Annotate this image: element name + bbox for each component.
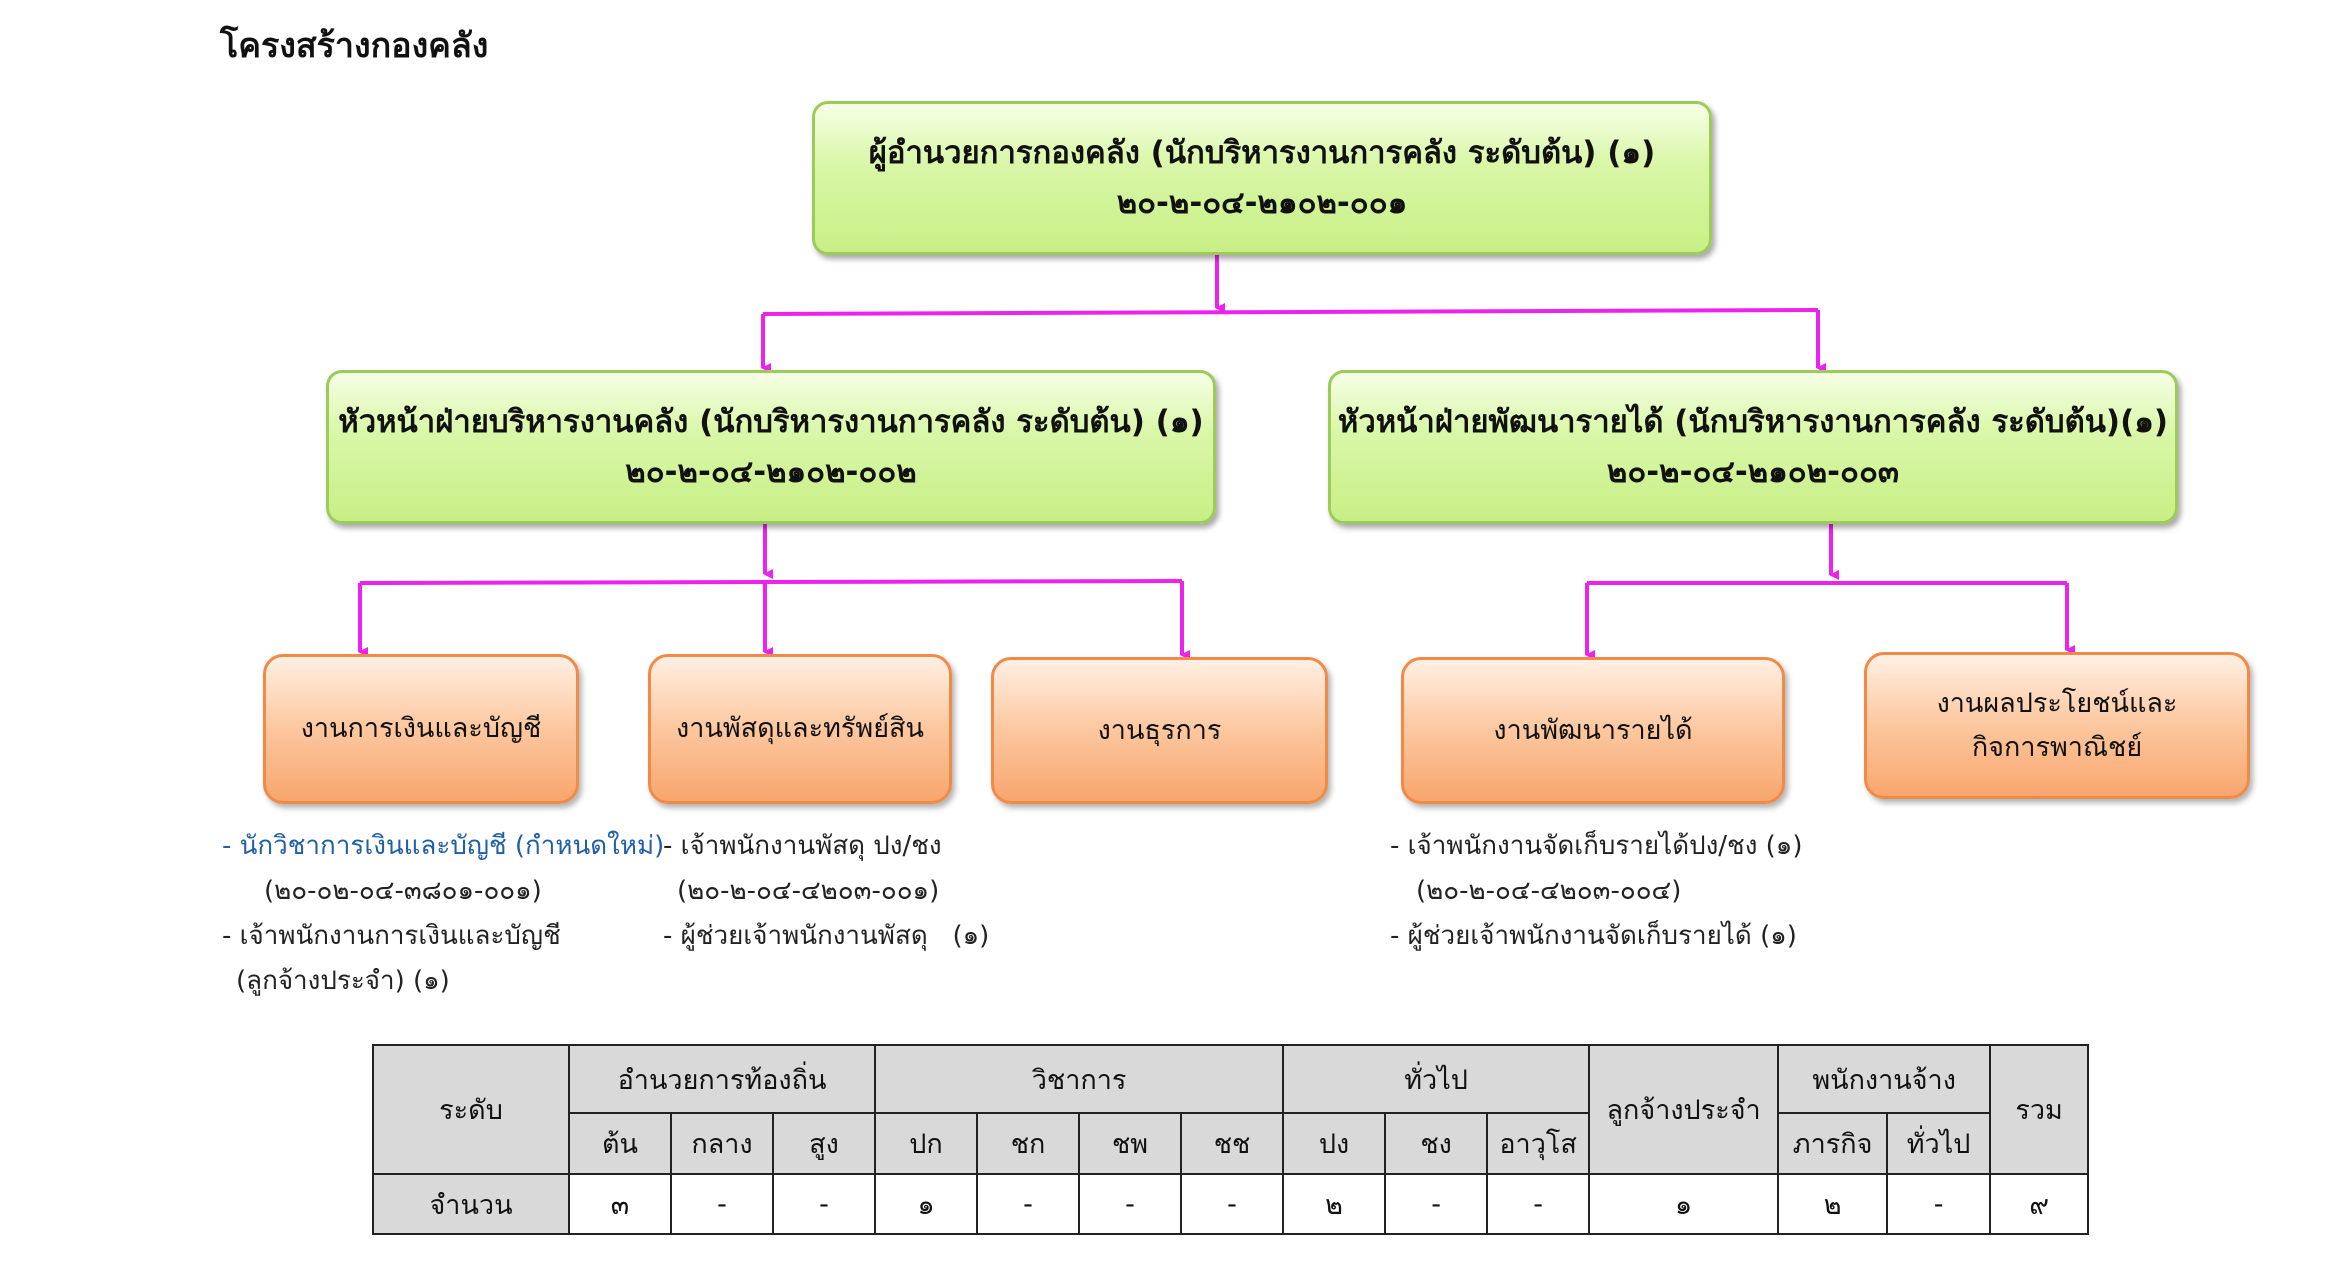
position-summary-table: ระดับ อำนวยการท้องถิ่น วิชาการ ทั่วไป ลู… [372,1044,2090,1235]
head-code: ๒๐-๒-๐๔-๒๑๐๒-๐๐๒ [625,454,917,490]
subheader-cell: ต้น [568,1112,672,1175]
staff-supplies: - เจ้าพนักงานพัสดุ ปง/ชง (๒๐-๒-๐๔-๔๒๐๓-๐… [663,824,989,959]
table-cell: ๒ [1777,1173,1889,1235]
row-label-count: จำนวน [372,1173,570,1235]
table-cell: ๒ [1282,1173,1387,1235]
unit-label-line1: งานผลประโยชน์และ [1936,687,2178,719]
table-cell: - [771,1173,877,1235]
unit-label: งานพัฒนารายได้ [1493,714,1693,746]
head-revenue-box: หัวหน้าฝ่ายพัฒนารายได้ (นักบริหารงานการค… [1328,370,2178,524]
header-permanent: ลูกจ้างประจำ [1588,1044,1780,1175]
staff-line: - เจ้าพนักงานจัดเก็บรายได้ปง/ชง (๑) [1390,831,1803,861]
table-cell: - [1180,1173,1285,1235]
unit-label: งานการเงินและบัญชี [300,713,542,744]
subheader-cell: ปง [1282,1112,1387,1175]
header-general: ทั่วไป [1282,1044,1591,1114]
table-cell: - [1384,1173,1489,1235]
unit-label-line2: กิจการพาณิชย์ [1971,731,2143,763]
staff-line: - ผู้ช่วยเจ้าพนักงานพัสดุ (๑) [663,921,990,951]
unit-finance-accounting: งานการเงินและบัญชี [263,654,579,804]
table-cell: - [976,1173,1081,1235]
staff-revenue: - เจ้าพนักงานจัดเก็บรายได้ปง/ชง (๑) (๒๐-… [1390,824,1802,959]
director-title: ผู้อำนวยการกองคลัง (นักบริหารงานการคลัง … [868,135,1656,171]
page-title: โครงสร้างกองคลัง [220,26,489,66]
subheader-cell: ชพ [1078,1112,1183,1175]
table-cell: ๑ [874,1173,979,1235]
head-code: ๒๐-๒-๐๔-๒๑๐๒-๐๐๓ [1606,454,1900,490]
staff-line: (ลูกจ้างประจำ) (๑) [236,966,450,996]
unit-label: งานธุรการ [1097,714,1222,746]
table-cell: ๓ [568,1173,672,1235]
subheader-cell: ชก [976,1112,1081,1175]
staff-line: - ผู้ช่วยเจ้าพนักงานจัดเก็บรายได้ (๑) [1390,921,1797,951]
director-box: ผู้อำนวยการกองคลัง (นักบริหารงานการคลัง … [812,101,1712,255]
connector-heads-bar [762,308,1819,316]
table-cell: - [1078,1173,1183,1235]
subheader-cell: สูง [771,1112,877,1175]
subheader-cell: อาวุโส [1486,1112,1591,1175]
unit-general-admin: งานธุรการ [991,657,1328,804]
head-finance-admin-box: หัวหน้าฝ่ายบริหารงานคลัง (นักบริหารงานกา… [326,370,1216,524]
table-cell: - [1486,1173,1591,1235]
subheader-cell: ภารกิจ [1777,1112,1889,1175]
head-title: หัวหน้าฝ่ายบริหารงานคลัง (นักบริหารงานกา… [338,404,1204,440]
subheader-cell: ชง [1384,1112,1489,1175]
table-cell: ๑ [1588,1173,1780,1235]
subheader-cell: ทั่วไป [1886,1112,1992,1175]
head-title: หัวหน้าฝ่ายพัฒนารายได้ (นักบริหารงานการค… [1337,404,2169,440]
header-academic: วิชาการ [874,1044,1285,1114]
header-contract: พนักงานจ้าง [1777,1044,1992,1114]
header-total: รวม [1989,1044,2090,1175]
staff-line: - นักวิชาการเงินและบัญชี (กำหนดใหม่) [222,831,665,861]
staff-line: (๒๐-๒-๐๔-๔๒๐๓-๐๐๔) [1416,876,1682,906]
table-row: จำนวน ๓ - - ๑ - - - ๒ - - ๑ ๒ - ๙ [372,1173,2090,1235]
staff-line: - เจ้าพนักงานการเงินและบัญชี [222,921,561,951]
staff-line: (๒๐-๐๒-๐๔-๓๘๐๑-๐๐๑) [264,876,542,906]
subheader-cell: ชช [1180,1112,1285,1175]
unit-benefits-commerce: งานผลประโยชน์และ กิจการพาณิชย์ [1864,652,2250,799]
unit-revenue-development: งานพัฒนารายได้ [1401,657,1785,804]
table-cell: - [1886,1173,1992,1235]
header-local-admin: อำนวยการท้องถิ่น [567,1044,877,1114]
staff-line: (๒๐-๒-๐๔-๔๒๐๓-๐๐๑) [677,876,940,906]
unit-supplies-assets: งานพัสดุและทรัพย์สิน [648,654,952,804]
table-cell: - [670,1173,774,1235]
header-level: ระดับ [372,1044,570,1175]
table-cell: ๙ [1989,1173,2090,1235]
director-code: ๒๐-๒-๐๔-๒๑๐๒-๐๐๑ [1116,185,1408,221]
staff-line: - เจ้าพนักงานพัสดุ ปง/ชง [663,831,942,861]
unit-label: งานพัสดุและทรัพย์สิน [676,713,924,744]
subheader-cell: ปก [874,1112,979,1175]
connector-units-bar-1 [359,579,1183,585]
staff-finance: - นักวิชาการเงินและบัญชี (กำหนดใหม่) (๒๐… [222,824,664,1004]
subheader-cell: กลาง [670,1112,774,1175]
